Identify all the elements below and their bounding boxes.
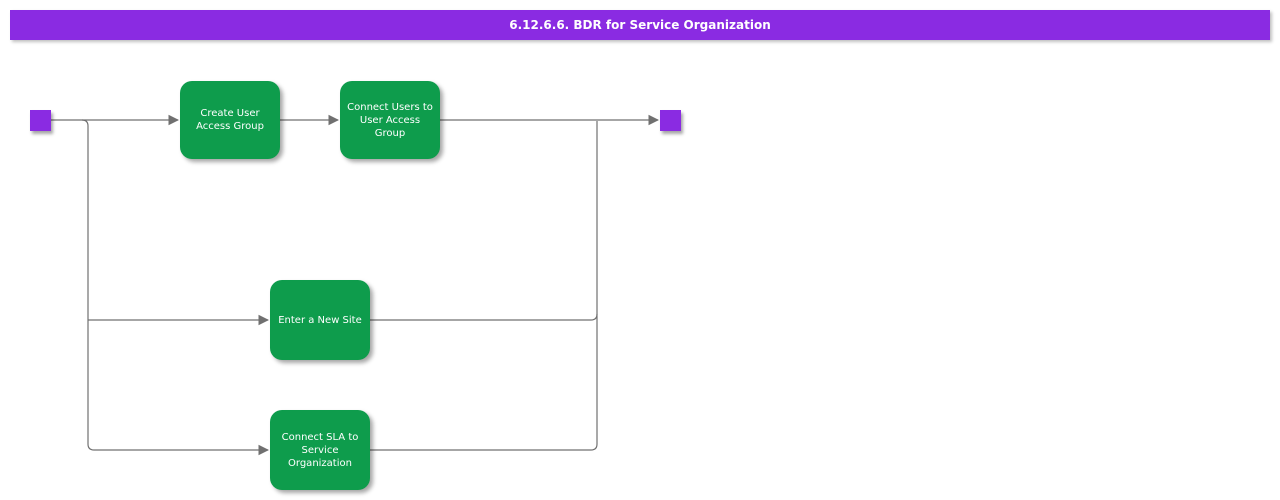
activity-enter-a-new-site: Enter a New Site (270, 280, 370, 360)
connector-merge-rail-right (370, 121, 598, 451)
activity-label: Connect SLA to Service Organization (281, 431, 359, 469)
connector-branch-rail-left (81, 119, 270, 456)
diagram-title: 6.12.6.6. BDR for Service Organization (509, 18, 771, 32)
activity-label: Create User Access Group (196, 108, 264, 132)
activity-create-user-access-group: Create User Access Group (180, 81, 280, 159)
end-node (660, 110, 681, 131)
activity-connect-users-to-user-access-group: Connect Users to User Access Group (340, 81, 440, 159)
connector-enter-new-site-to-merge (370, 313, 598, 321)
activity-label: Enter a New Site (278, 314, 362, 326)
diagram-title-bar: 6.12.6.6. BDR for Service Organization (10, 10, 1270, 40)
start-node (30, 110, 51, 131)
activity-label: Connect Users to User Access Group (347, 101, 433, 139)
activity-connect-sla-to-service-organization: Connect SLA to Service Organization (270, 410, 370, 490)
